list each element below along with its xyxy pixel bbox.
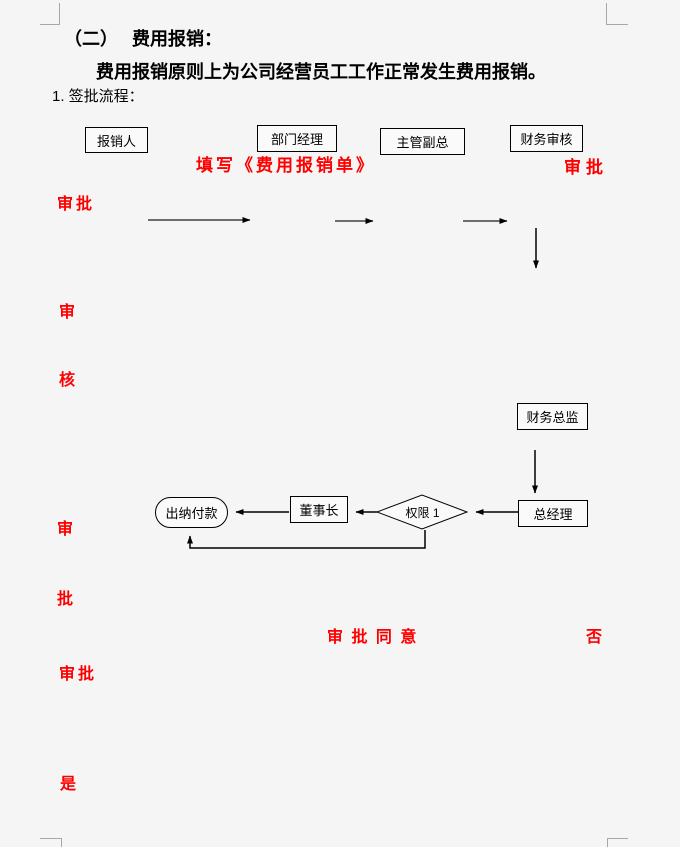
section-heading: （二） 费用报销：: [64, 29, 223, 49]
annotation-no: 否: [586, 629, 603, 646]
node-dept-manager: 部门经理: [257, 125, 337, 152]
node-decision-label: 权限 1: [405, 506, 440, 520]
list-item-sign-flow: 1. 签批流程：: [52, 88, 144, 105]
annotation-approve-char-pi: 批: [57, 591, 74, 608]
node-deputy-gm: 主管副总: [380, 128, 465, 155]
annotation-yes: 是: [60, 776, 77, 793]
arrow-decision-feedback-to-cashier: [187, 530, 426, 549]
annotation-fill-expense-form: 填写《费用报销单》: [196, 156, 376, 175]
annotation-review-char-he: 核: [59, 372, 76, 389]
section-subheading: 费用报销原则上为公司经营员工工作正常发生费用报销。: [96, 62, 546, 82]
annotation-approve-char-shen: 审: [57, 521, 74, 538]
node-reimburser: 报销人: [85, 127, 148, 153]
annotation-approve-agree: 审 批 同 意: [327, 629, 419, 646]
node-finance-review: 财务审核: [510, 125, 583, 152]
annotation-approve-bottom: 审批: [59, 666, 98, 683]
annotation-approve-top-right: 审批: [564, 158, 608, 177]
decision-diamond-shape: [375, 494, 469, 530]
node-cashier-payment: 出纳付款: [155, 497, 228, 528]
margin-mark-bottom-left-icon: [40, 838, 62, 847]
node-finance-director: 财务总监: [517, 403, 588, 430]
node-general-manager: 总经理: [518, 500, 588, 527]
margin-mark-top-left-icon: [40, 3, 60, 25]
margin-mark-top-right-icon: [606, 3, 628, 25]
annotation-approve-left: 审批: [57, 196, 96, 213]
node-chairman: 董事长: [290, 496, 348, 523]
margin-mark-bottom-right-icon: [607, 838, 628, 847]
annotation-review-char-shen: 审: [59, 304, 76, 321]
